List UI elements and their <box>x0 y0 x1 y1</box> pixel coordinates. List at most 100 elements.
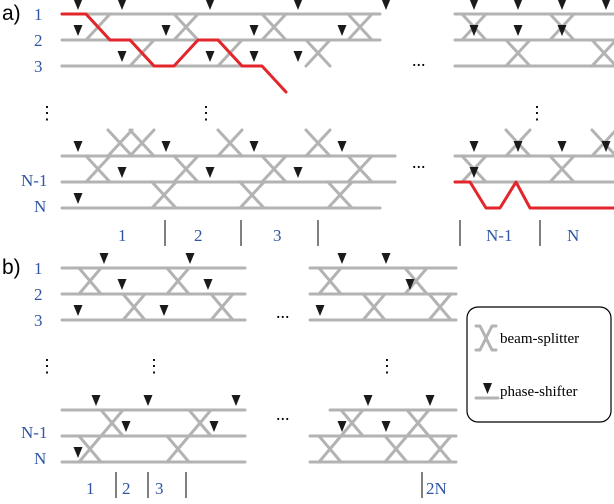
panel-b-mode-n: N <box>34 449 46 468</box>
phase-shifter <box>513 141 523 152</box>
panel-b-stage-3: 3 <box>155 479 164 498</box>
phase-shifter <box>159 305 169 316</box>
beam-splitter <box>209 292 235 322</box>
panel-a-stage-3: 3 <box>273 226 282 245</box>
phase-shifter <box>337 253 347 264</box>
phase-shifter <box>73 141 83 152</box>
phase-shifter <box>293 0 303 10</box>
phase-shifter <box>381 421 391 432</box>
panel-a-label: a) <box>2 2 21 25</box>
phase-shifters <box>73 0 611 458</box>
highlighted-path <box>60 12 614 210</box>
phase-shifter <box>469 167 479 178</box>
stage-dividers <box>115 220 541 498</box>
phase-shifter <box>249 25 259 36</box>
panel-a-vdots-mid: ⋮ <box>197 103 215 123</box>
legend-beam-splitter-label: beam-splitter <box>500 331 579 347</box>
phase-shifter <box>99 253 109 264</box>
beam-splitter <box>84 154 112 184</box>
phase-shifter <box>469 25 479 36</box>
panel-a-stage-n-1: N-1 <box>486 226 512 245</box>
phase-shifter <box>249 141 259 152</box>
phase-shifter <box>601 141 611 152</box>
phase-shifter <box>601 0 611 10</box>
phase-shifter <box>315 305 325 316</box>
beam-splitter <box>304 128 332 158</box>
phase-shifter <box>117 0 127 10</box>
phase-shifter <box>205 0 215 10</box>
phase-shifter <box>91 395 101 406</box>
phase-shifter <box>337 25 347 36</box>
panel-b-mode-3: 3 <box>34 311 43 330</box>
phase-shifter <box>73 0 83 10</box>
phase-shifter <box>73 193 83 204</box>
phase-shifter <box>231 395 241 406</box>
beam-splitter <box>172 154 200 184</box>
phase-shifter <box>205 167 215 178</box>
beam-splitter <box>326 180 354 210</box>
phase-shifter <box>557 0 567 10</box>
panel-b-stage-2: 2 <box>122 479 131 498</box>
phase-shifter <box>121 421 131 432</box>
beam-splitter <box>339 408 365 438</box>
panel-b-mode-n-1: N-1 <box>21 423 47 442</box>
legend-phase-shifter-label: phase-shifter <box>500 384 577 400</box>
panel-a-mode-2: 2 <box>34 31 43 50</box>
beam-splitter <box>260 154 288 184</box>
phase-shifter <box>203 279 213 290</box>
panel-a-ellipsis-top: ... <box>412 50 426 70</box>
panel-b-mode-2: 2 <box>34 285 43 304</box>
beam-splitter <box>405 408 431 438</box>
panel-b-ellipsis-top: ... <box>276 302 290 322</box>
beam-splitter <box>121 292 147 322</box>
panel-b-label: b) <box>2 256 21 279</box>
phase-shifter-icon <box>474 383 500 400</box>
panel-b-vdots-left: ⋮ <box>38 356 56 376</box>
beam-splitter <box>172 12 200 42</box>
panel-a-vdots-left: ⋮ <box>38 103 56 123</box>
phase-shifter <box>161 141 171 152</box>
phase-shifter <box>73 305 83 316</box>
phase-shifter <box>557 25 567 36</box>
panel-b-mode-1: 1 <box>34 259 43 278</box>
highlighted-path-bottom <box>453 180 614 210</box>
beam-splitter <box>427 434 453 464</box>
phase-shifter <box>117 167 127 178</box>
beam-splitter <box>383 434 409 464</box>
panel-a-stage-1: 1 <box>118 226 127 245</box>
panel-a-stage-n: N <box>567 226 579 245</box>
beam-splitter <box>165 266 191 296</box>
panel-b-vdots-mid: ⋮ <box>145 356 163 376</box>
beam-splitter <box>403 266 429 296</box>
beam-splitter-icon <box>474 324 498 352</box>
beam-splitter <box>590 38 614 68</box>
beam-splitter <box>128 128 156 158</box>
beam-splitter <box>346 154 374 184</box>
phase-shifter <box>557 141 567 152</box>
panel-a-mode-3: 3 <box>34 57 43 76</box>
phase-shifter <box>381 0 391 10</box>
panel-a-ellipsis-bottom: ... <box>412 152 426 172</box>
phase-shifter <box>249 51 259 62</box>
phase-shifter <box>205 51 215 62</box>
beam-splitter <box>504 38 532 68</box>
panel-a-mode-n-1: N-1 <box>21 171 47 190</box>
legend-box <box>466 306 612 423</box>
phase-shifter <box>73 25 83 36</box>
beam-splitter <box>165 434 191 464</box>
phase-shifter <box>513 25 523 36</box>
beam-splitter <box>238 180 266 210</box>
phase-shifter <box>469 0 479 10</box>
phase-shifter <box>161 25 171 36</box>
beam-splitter <box>304 38 332 68</box>
beam-splitter <box>99 408 125 438</box>
phase-shifter <box>293 167 303 178</box>
phase-shifter <box>117 279 127 290</box>
beam-splitter <box>427 292 453 322</box>
beam-splitter <box>150 180 178 210</box>
phase-shifter <box>209 421 219 432</box>
phase-shifter <box>381 253 391 264</box>
beam-splitter <box>548 154 576 184</box>
panel-b-stage-2n: 2N <box>426 479 447 498</box>
